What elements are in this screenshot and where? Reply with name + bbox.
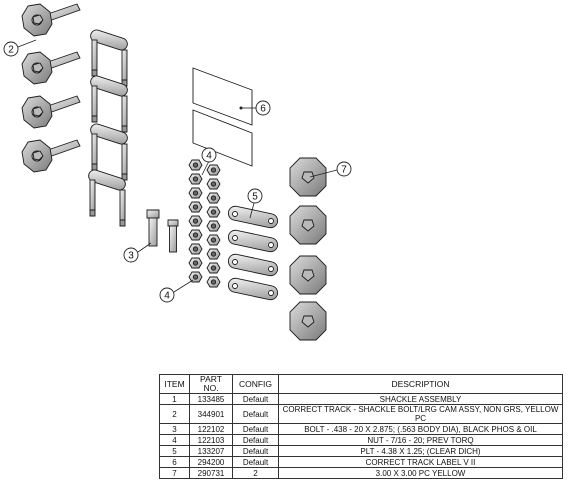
bom-config: Default xyxy=(232,434,279,446)
callout-2-label: 2 xyxy=(8,45,14,56)
bom-description: PLT - 4.38 X 1.25; (CLEAR DICH) xyxy=(278,445,563,457)
bom-config: Default xyxy=(232,423,279,435)
callout-5: 5 xyxy=(247,188,263,219)
bom-config: Default xyxy=(232,456,279,468)
bom-description: CORRECT TRACK LABEL V II xyxy=(278,456,563,468)
bom-header-config: CONFIG xyxy=(232,374,279,394)
bom-config: 2 xyxy=(232,467,279,479)
bom-item: 3 xyxy=(159,423,190,435)
bom-header-item: ITEM xyxy=(159,374,190,394)
callout-6: 6 xyxy=(239,100,271,116)
table-row: 6 294200 Default CORRECT TRACK LABEL V I… xyxy=(159,456,563,468)
table-row: 4 122103 Default NUT - 7/16 - 20; PREV T… xyxy=(159,434,563,446)
bill-of-materials-table: ITEM PART NO. CONFIG DESCRIPTION 1 13348… xyxy=(159,374,563,479)
bom-part-no: 344901 xyxy=(189,404,233,424)
bom-description: NUT - 7/16 - 20; PREV TORQ xyxy=(278,434,563,446)
bom-header-row: ITEM PART NO. CONFIG DESCRIPTION xyxy=(159,374,563,394)
table-row: 5 133207 Default PLT - 4.38 X 1.25; (CLE… xyxy=(159,445,563,457)
bom-part-no: 122102 xyxy=(189,423,233,435)
table-row: 7 290731 2 3.00 X 3.00 PC YELLOW xyxy=(159,467,563,479)
bom-description: 3.00 X 3.00 PC YELLOW xyxy=(278,467,563,479)
bom-config: Default xyxy=(232,393,279,405)
cam-bolt-parts xyxy=(21,3,81,173)
bom-item: 2 xyxy=(159,404,190,424)
shackle-assembly-parts xyxy=(86,27,130,227)
callout-6-label: 6 xyxy=(260,104,266,115)
bom-config: Default xyxy=(232,445,279,457)
bom-part-no: 294200 xyxy=(189,456,233,468)
bom-item: 4 xyxy=(159,434,190,446)
bom-part-no: 133207 xyxy=(189,445,233,457)
bom-item: 6 xyxy=(159,456,190,468)
callout-3-label: 3 xyxy=(128,251,134,262)
bom-header-description: DESCRIPTION xyxy=(278,374,563,394)
callout-3: 3 xyxy=(123,242,152,263)
pad-parts xyxy=(289,157,327,341)
plate-parts xyxy=(226,204,280,302)
callout-5-label: 5 xyxy=(252,192,258,203)
bom-description: SHACKLE ASSEMBLY xyxy=(278,393,563,405)
bom-part-no: 133485 xyxy=(189,393,233,405)
exploded-assembly-drawing: 2 6 4 7 5 3 4 xyxy=(3,3,352,341)
callout-4-bottom: 4 xyxy=(159,279,194,303)
nut-parts xyxy=(188,159,221,288)
bom-item: 1 xyxy=(159,393,190,405)
table-row: 1 133485 Default SHACKLE ASSEMBLY xyxy=(159,393,563,405)
bom-description: BOLT - .438 - 20 X 2.875; (.563 BODY DIA… xyxy=(278,423,563,435)
bom-part-no: 122103 xyxy=(189,434,233,446)
bolt-parts xyxy=(146,209,179,253)
callout-2: 2 xyxy=(3,39,37,57)
bom-config: Default xyxy=(232,404,279,424)
bom-part-no: 290731 xyxy=(189,467,233,479)
table-row: 2 344901 Default CORRECT TRACK - SHACKLE… xyxy=(159,404,563,424)
bom-item: 7 xyxy=(159,467,190,479)
bom-header-part-no: PART NO. xyxy=(189,374,233,394)
callout-4-bottom-label: 4 xyxy=(164,291,170,302)
bom-description: CORRECT TRACK - SHACKLE BOLT/LRG CAM ASS… xyxy=(278,404,563,424)
callout-7: 7 xyxy=(309,161,352,178)
table-row: 3 122102 Default BOLT - .438 - 20 X 2.87… xyxy=(159,423,563,435)
callout-7-label: 7 xyxy=(341,165,347,176)
label-parts xyxy=(192,67,253,167)
callout-4-top: 4 xyxy=(201,147,217,176)
bom-item: 5 xyxy=(159,445,190,457)
callout-4-top-label: 4 xyxy=(206,151,212,162)
